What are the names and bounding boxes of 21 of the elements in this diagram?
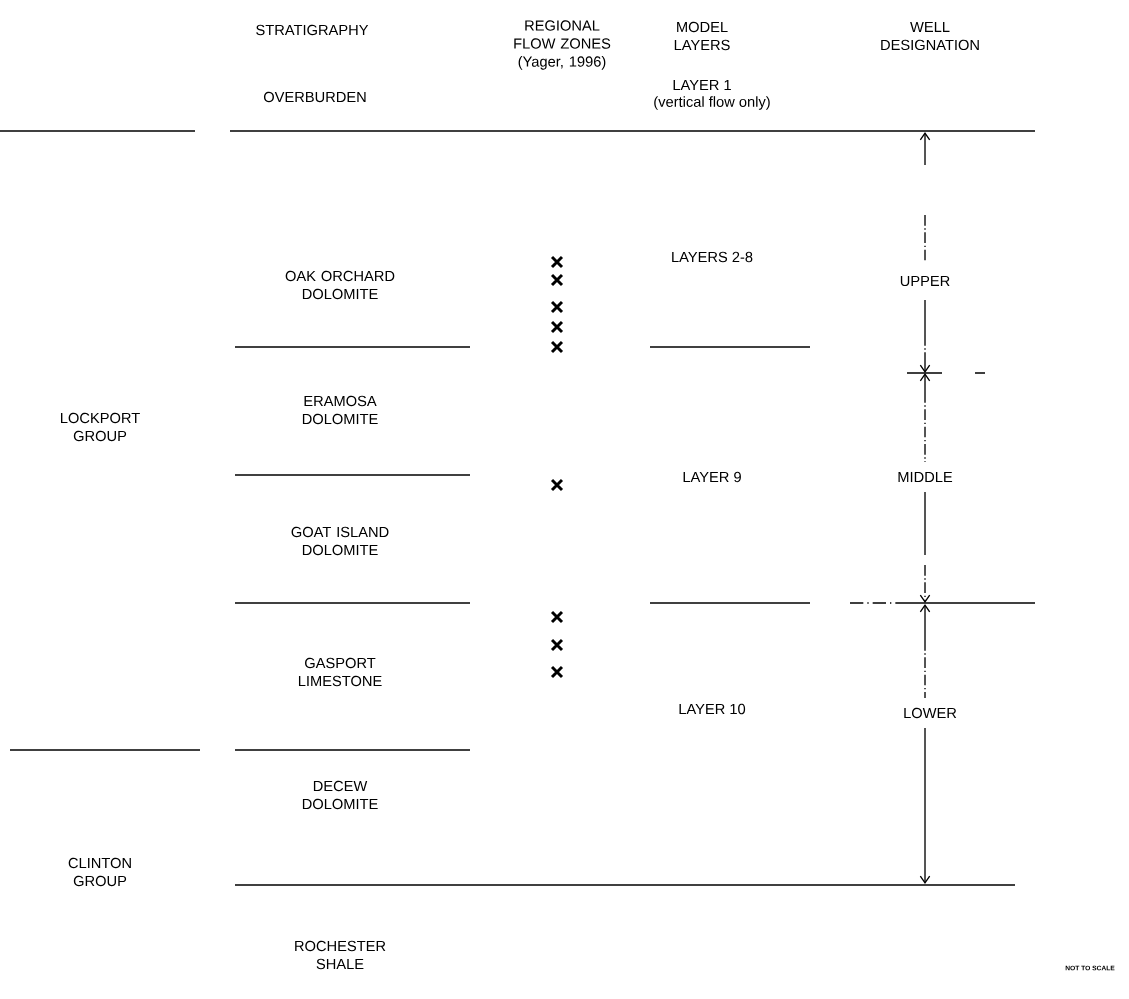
layer-label: WELL DESIGNATION	[881, 21, 979, 51]
layer-label: STRATIGRAPHY	[256, 24, 369, 36]
layer-label: ROCHESTER SHALE	[295, 940, 386, 970]
layer-label: LAYER 9	[683, 471, 741, 483]
layer-label: MODEL LAYERS	[674, 21, 730, 51]
layer-label: ERAMOSA DOLOMITE	[302, 395, 378, 425]
layer-label: OVERBURDEN	[263, 91, 366, 103]
layer-label: LAYER 10	[679, 703, 746, 715]
layer-label: LOCKPORT GROUP	[61, 412, 140, 442]
layer-label: (vertical flow only)	[654, 96, 770, 110]
layer-label: GOAT ISLAND DOLOMITE	[291, 526, 389, 556]
layer-label: LAYER 1	[673, 79, 731, 91]
layer-label: MIDDLE	[898, 471, 953, 483]
layer-label: OAK ORCHARD DOLOMITE	[285, 270, 395, 300]
layer-label: REGIONAL FLOW ZONES (Yager, 1996)	[514, 20, 611, 70]
layer-label: GASPORT LIMESTONE	[298, 657, 382, 687]
layer-label: UPPER	[900, 275, 950, 287]
layer-label: LAYERS 2-8	[672, 251, 753, 263]
layer-label: DECEW DOLOMITE	[302, 780, 378, 810]
layer-label: CLINTON GROUP	[68, 857, 131, 887]
layer-label: LOWER	[904, 707, 957, 719]
